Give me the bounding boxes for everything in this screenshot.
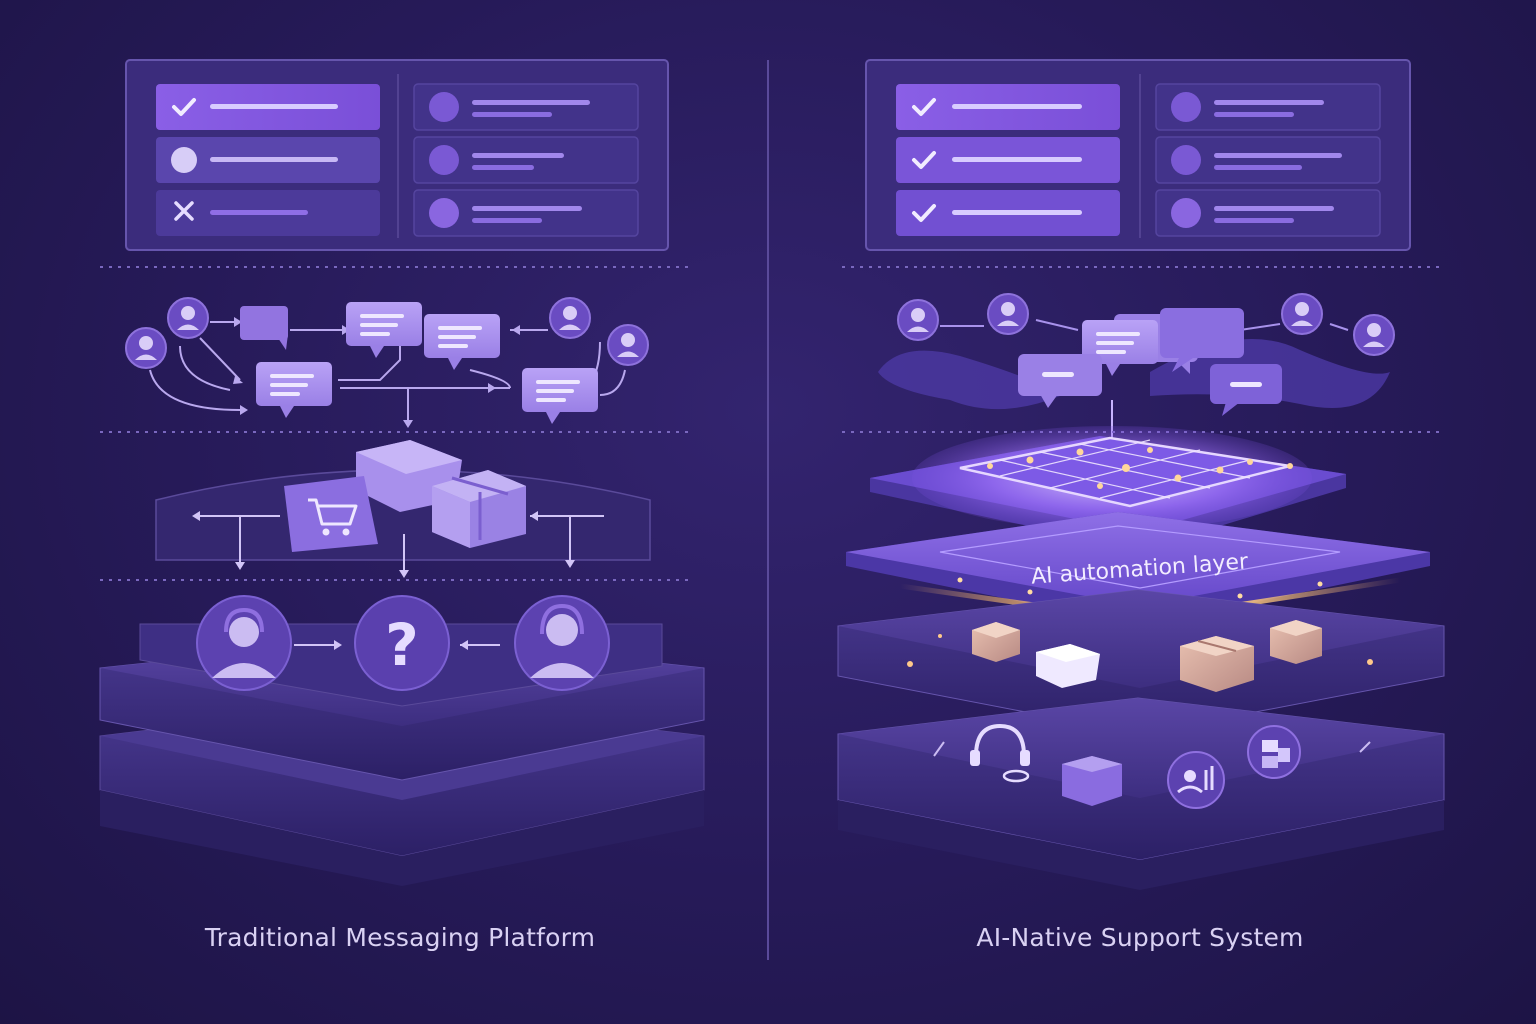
cross-icon [174,201,194,221]
left-support-flow: ? [196,595,610,691]
package-box-icon [432,470,526,548]
chat-bubble-icon [1160,308,1244,372]
left-checklist-board [125,59,669,251]
question-mark-icon: ? [354,595,450,691]
user-avatar-icon [167,297,209,339]
left-checklist-row-3 [156,190,380,236]
chat-bubble-icon [424,314,500,370]
chat-bubble-icon [1018,354,1102,408]
svg-text:?: ? [385,611,419,679]
headset-agent-icon [196,595,292,691]
stacked-blocks-icon [1247,725,1301,779]
left-status-row-3 [413,189,639,237]
package-box-icon [1062,756,1122,806]
chat-bubble-icon [346,302,422,358]
package-box-icon [972,622,1020,662]
right-checklist-row-2 [896,137,1120,183]
right-panel-caption: AI-Native Support System [976,923,1304,952]
left-checklist-row-1 [156,84,380,130]
right-support-slab [837,697,1445,890]
left-panel: ? [99,59,705,886]
left-checklist-row-2 [156,137,380,183]
package-box-icon [1270,620,1322,664]
left-status-row-1 [413,83,639,131]
package-box-icon [1036,644,1100,688]
left-commerce-layer [155,440,651,578]
right-message-flow [878,293,1395,446]
right-commerce-slab [837,589,1445,735]
user-avatar-icon [1353,314,1395,356]
right-status-row-1 [1155,83,1381,131]
user-avatar-icon [607,324,649,366]
user-list-icon [1167,751,1225,809]
headset-agent-icon [514,595,610,691]
headphones-icon [970,723,1030,783]
left-message-flow [125,297,649,428]
ai-chip-layer [870,426,1346,550]
right-checklist-row-3 [896,190,1120,236]
shopping-cart-icon [284,476,378,552]
right-checklist-row-1 [896,84,1120,130]
package-box-icon [1180,636,1254,692]
chat-bubble-icon [522,368,598,424]
right-status-row-2 [1155,136,1381,184]
user-avatar-icon [125,327,167,369]
chat-bubble-icon [240,306,288,350]
chat-bubble-icon [256,362,332,418]
user-avatar-icon [987,293,1029,335]
right-status-row-3 [1155,189,1381,237]
user-avatar-icon [1281,293,1323,335]
right-panel: AI automation layer [837,59,1445,890]
chat-bubble-icon [1210,364,1282,416]
circle-icon [171,147,197,173]
user-avatar-icon [897,299,939,341]
left-panel-caption: Traditional Messaging Platform [204,923,596,952]
user-avatar-icon [549,297,591,339]
right-checklist-board [865,59,1411,251]
left-status-row-2 [413,136,639,184]
